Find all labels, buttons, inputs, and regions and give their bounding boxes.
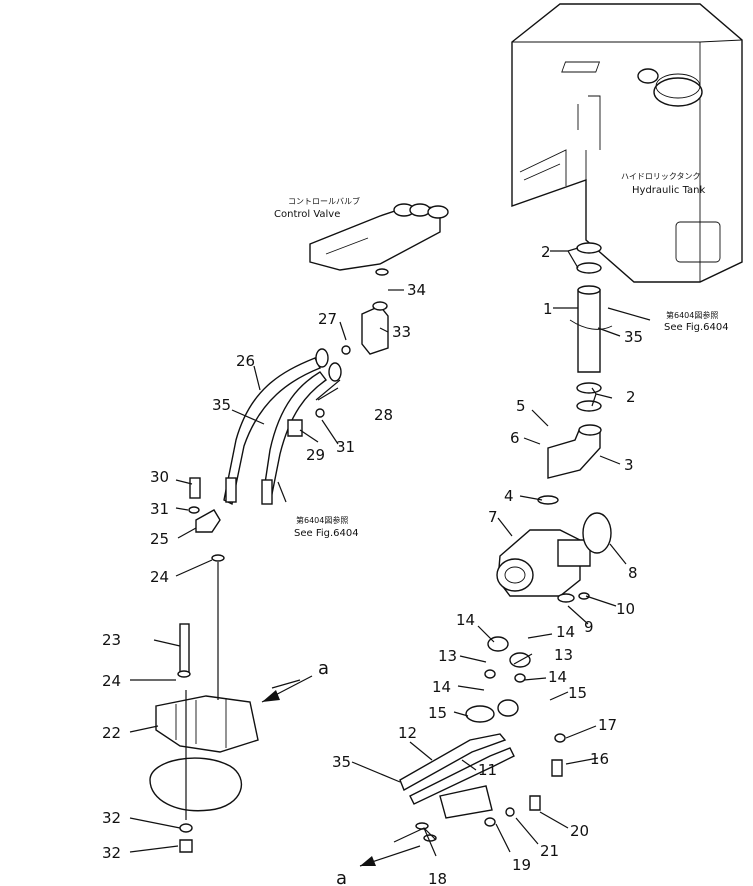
tank-label-jp: ハイドロリックタンク: [621, 172, 701, 181]
callout-label: 1: [543, 300, 553, 318]
callout-label: 14: [548, 668, 567, 686]
callout-label: 15: [428, 704, 447, 722]
callout-label: 9: [584, 618, 594, 636]
callout-label: 35: [624, 328, 643, 346]
leader-lines: [129, 247, 651, 857]
tank-label-en: Hydraulic Tank: [632, 185, 706, 196]
arrow-a-upper: [261, 675, 313, 703]
suction-hose-assembly: [547, 242, 613, 479]
callout-label: 32: [102, 844, 121, 862]
callout-label: 28: [374, 406, 393, 424]
callout-label: 7: [488, 508, 498, 526]
callout-label: 29: [306, 446, 325, 464]
arrow-label-a-upper: a: [318, 658, 329, 679]
ref-note-jp-2: 第6404図参照: [296, 515, 348, 525]
callout-label: 4: [504, 487, 514, 505]
callout-label: 15: [568, 684, 587, 702]
upper-hoses: [223, 345, 351, 506]
hydraulic-tank: [511, 3, 743, 283]
callout-label: 18: [428, 870, 447, 886]
valve-label-jp: コントロールバルブ: [288, 196, 360, 206]
callout-label: 11: [478, 761, 497, 779]
callout-label: 10: [616, 600, 635, 618]
valve-label-en: Control Valve: [274, 209, 340, 220]
callout-label: 8: [628, 564, 638, 582]
callout-label: 2: [626, 388, 636, 406]
control-valve-top: [309, 203, 449, 355]
callout-label: 21: [540, 842, 559, 860]
callout-label: 6: [510, 429, 520, 447]
callout-label: 26: [236, 352, 255, 370]
callout-label: 23: [102, 631, 121, 649]
callout-label: 12: [398, 724, 417, 742]
callout-label: 31: [150, 500, 169, 518]
callout-label: 2: [541, 243, 551, 261]
arrow-a-lower: [359, 845, 421, 867]
callout-label: 17: [598, 716, 617, 734]
callout-label: 34: [407, 281, 426, 299]
ref-note-jp-1: 第6404図参照: [666, 310, 718, 320]
callout-label: 13: [438, 647, 457, 665]
valve-block-lower: [149, 477, 259, 853]
callout-label: 33: [392, 323, 411, 341]
pressure-lines: [399, 636, 566, 842]
callout-label: 14: [432, 678, 451, 696]
callout-label: 30: [150, 468, 169, 486]
ref-note-en-2: See Fig.6404: [294, 528, 359, 539]
callouts: 2 1 35 2 3 5 6 4 7 8 10 9 14 14 13 13 14…: [102, 243, 643, 886]
callout-label: 24: [150, 568, 169, 586]
callout-label: 14: [456, 611, 475, 629]
callout-label: 24: [102, 672, 121, 690]
callout-label: 27: [318, 310, 337, 328]
callout-label: 19: [512, 856, 531, 874]
ref-note-en-1: See Fig.6404: [664, 322, 729, 333]
callout-label: 35: [212, 396, 231, 414]
callout-label: 14: [556, 623, 575, 641]
callout-label: 20: [570, 822, 589, 840]
hydraulic-pump: [496, 495, 612, 603]
callout-label: 5: [516, 397, 526, 415]
callout-label: 13: [554, 646, 573, 664]
callout-label: 22: [102, 724, 121, 742]
arrow-label-a-lower: a: [336, 868, 347, 886]
callout-label: 31: [336, 438, 355, 456]
callout-label: 25: [150, 530, 169, 548]
callout-label: 35: [332, 753, 351, 771]
callout-label: 16: [590, 750, 609, 768]
callout-label: 32: [102, 809, 121, 827]
callout-label: 3: [624, 456, 634, 474]
